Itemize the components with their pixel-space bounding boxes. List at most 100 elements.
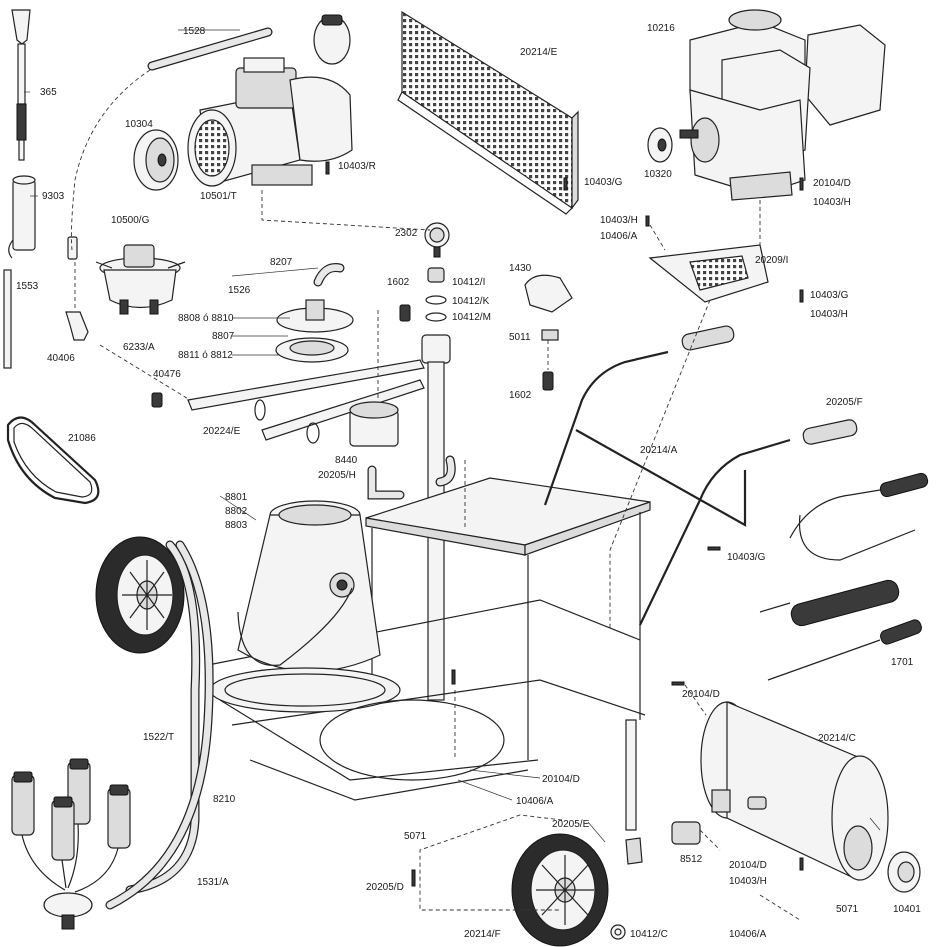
label-10304: 10304	[125, 119, 153, 130]
label-10403H-c: 10403/H	[810, 309, 848, 320]
part-20205F-handle-grip	[681, 325, 858, 445]
label-9303: 9303	[42, 191, 65, 202]
label-20214E: 20214/E	[520, 47, 558, 58]
part-21086-belt	[6, 416, 100, 505]
part-8801-bucket	[209, 500, 505, 781]
bolt-set	[325, 161, 804, 887]
label-20104D-a: 20104/D	[813, 178, 851, 189]
label-8811: 8811 ó 8812	[178, 350, 233, 361]
part-20205E-cap	[625, 837, 643, 865]
label-21086: 21086	[68, 433, 96, 444]
label-8802: 8802	[225, 506, 248, 517]
label-8210: 8210	[213, 794, 236, 805]
part-1701-brushes	[759, 472, 929, 681]
label-10412I: 10412/I	[452, 277, 485, 288]
label-1526: 1526	[228, 285, 251, 296]
label-10403H-b: 10403/H	[600, 215, 638, 226]
label-20205F: 20205/F	[826, 397, 863, 408]
leader-lines	[24, 29, 881, 843]
part-365-pulsator-stick	[11, 9, 31, 161]
part-20214A-cart-frame	[207, 350, 791, 831]
label-5071-b: 5071	[836, 904, 859, 915]
label-20104D-c: 20104/D	[542, 774, 580, 785]
part-10500G-valve	[67, 236, 78, 260]
part-labels: 365 9303 1553 1528 10304 10501/T 10403/R…	[16, 23, 921, 940]
label-10403G-c: 10403/G	[727, 552, 766, 563]
part-10304-pulley	[133, 129, 179, 191]
label-20205H: 20205/H	[318, 470, 356, 481]
part-20209I-mount-plate	[648, 244, 769, 303]
part-20224E-bracket	[187, 359, 425, 444]
part-10412-seals	[425, 267, 447, 322]
part-20214C-vacuum-tank	[700, 701, 889, 881]
label-20205E: 20205/E	[552, 819, 590, 830]
part-10412C-washer	[610, 924, 626, 940]
part-10401-cap	[887, 851, 921, 893]
label-10412C: 10412/C	[630, 929, 668, 940]
label-1701: 1701	[891, 657, 914, 668]
part-10501T-pump-motor	[187, 14, 353, 187]
label-10403G-b: 10403/G	[810, 290, 849, 301]
part-9303-sleeve	[8, 175, 36, 259]
assembly-guide-lines	[70, 69, 801, 921]
label-1522T: 1522/T	[143, 732, 174, 743]
label-1531A: 1531/A	[197, 877, 229, 888]
part-10216-engine	[679, 9, 886, 201]
part-1553-rod	[3, 269, 12, 369]
label-10406A-b: 10406/A	[516, 796, 554, 807]
label-10403H-d: 10403/H	[729, 876, 767, 887]
label-20214C: 20214/C	[818, 733, 856, 744]
label-1528: 1528	[183, 26, 206, 37]
label-6233A: 6233/A	[123, 342, 155, 353]
label-10406A-a: 10406/A	[600, 231, 638, 242]
part-20214E-guard	[397, 10, 579, 215]
label-5011: 5011	[509, 332, 531, 343]
label-8807: 8807	[212, 331, 235, 342]
label-8801: 8801	[225, 492, 248, 503]
part-2302-gauge	[424, 222, 450, 258]
part-1531A-hose	[105, 540, 214, 910]
label-2302: 2302	[395, 228, 418, 239]
label-20209I: 20209/I	[755, 255, 788, 266]
label-10412M: 10412/M	[452, 312, 491, 323]
part-1430-regulator	[524, 274, 573, 341]
label-10406A-c: 10406/A	[729, 929, 767, 940]
label-365: 365	[40, 87, 57, 98]
part-20205H-elbow-pipe	[367, 465, 405, 500]
part-6233A-pulsator	[95, 244, 186, 315]
part-20214F-front-wheel	[511, 833, 609, 947]
part-milking-cluster	[11, 758, 131, 930]
label-20224E: 20224/E	[203, 426, 241, 437]
part-1602-tap-upper	[399, 304, 411, 322]
label-10412K: 10412/K	[452, 296, 490, 307]
part-1522T-hose	[125, 540, 201, 895]
label-40406: 40406	[47, 353, 75, 364]
part-40406-elbow	[65, 311, 89, 341]
label-10320: 10320	[644, 169, 672, 180]
part-bucket-lid-assembly	[275, 263, 354, 363]
label-10500G: 10500/G	[111, 215, 150, 226]
label-8512: 8512	[680, 854, 703, 865]
label-20104D-b: 20104/D	[682, 689, 720, 700]
part-10320-pulley	[647, 127, 673, 163]
label-10403G-a: 10403/G	[584, 177, 623, 188]
label-8803: 8803	[225, 520, 248, 531]
label-10403H-a: 10403/H	[813, 197, 851, 208]
label-10401: 10401	[893, 904, 921, 915]
part-8440-filter	[349, 401, 399, 447]
label-1602-a: 1602	[387, 277, 410, 288]
label-10501T: 10501/T	[200, 191, 237, 202]
part-1602-tap-lower	[542, 371, 554, 391]
label-8808: 8808 ó 8810	[178, 313, 234, 324]
part-1528-hose	[147, 27, 273, 71]
label-8207: 8207	[270, 257, 293, 268]
label-10216: 10216	[647, 23, 675, 34]
label-1430: 1430	[509, 263, 532, 274]
part-rear-wheel	[95, 536, 185, 654]
label-10403R: 10403/R	[338, 161, 376, 172]
label-1602-b: 1602	[509, 390, 532, 401]
label-40476: 40476	[153, 369, 181, 380]
label-20104D-d: 20104/D	[729, 860, 767, 871]
label-1553: 1553	[16, 281, 39, 292]
